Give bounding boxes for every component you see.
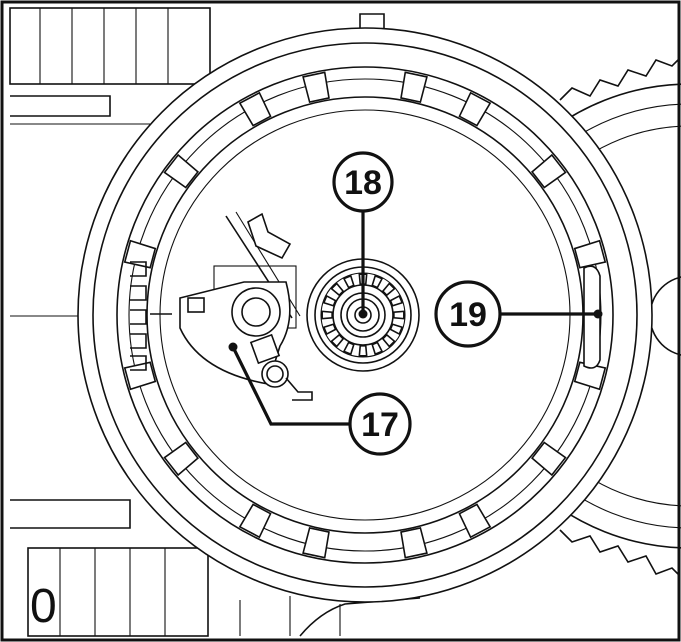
rim-tab xyxy=(400,526,428,559)
rim-tab xyxy=(163,441,200,477)
callout-label-19: 19 xyxy=(449,296,487,334)
gear-tooth xyxy=(381,282,396,297)
rim-tab xyxy=(123,239,157,269)
gear-tooth xyxy=(358,345,368,357)
gear-tooth xyxy=(322,323,337,336)
callout-19: 19 xyxy=(434,280,502,348)
gear-tooth xyxy=(321,310,333,320)
side-teeth xyxy=(130,261,172,371)
rim-tab xyxy=(458,91,492,127)
callout-label-18: 18 xyxy=(344,164,382,202)
rim-tab xyxy=(123,361,157,391)
gear-tooth xyxy=(389,294,404,307)
rim-tab xyxy=(530,441,567,477)
gear-tooth xyxy=(389,323,404,336)
gear-tooth xyxy=(371,274,384,289)
gear-tooth xyxy=(381,333,396,348)
rim-tab xyxy=(530,153,567,189)
rim-tab xyxy=(302,526,330,559)
gear-tooth xyxy=(342,341,355,356)
corner-mark: 0 xyxy=(30,580,57,633)
rim-tab xyxy=(163,153,200,189)
rim-tabs xyxy=(123,71,607,559)
gear-tooth xyxy=(322,294,337,307)
leader-dot-19 xyxy=(593,309,603,319)
rim-tab xyxy=(238,91,272,127)
chassis-bottom-left xyxy=(10,499,421,637)
gear-tooth xyxy=(393,310,405,320)
callout-17: 17 xyxy=(348,392,412,456)
rim-tab xyxy=(400,71,428,104)
gear-tooth xyxy=(371,341,384,356)
lever-mechanism xyxy=(179,211,313,401)
rim-tab xyxy=(458,503,492,539)
top-clip xyxy=(359,13,385,30)
gear-tooth xyxy=(330,333,345,348)
chassis-top-left xyxy=(9,7,211,317)
leader-dot-17 xyxy=(228,342,238,352)
rim-tab xyxy=(573,239,607,269)
leader-17 xyxy=(231,346,350,426)
callout-label-17: 17 xyxy=(361,406,399,444)
callout-18: 18 xyxy=(332,151,394,213)
rim-tab xyxy=(238,503,272,539)
gear-tooth xyxy=(342,274,355,289)
rim-tab xyxy=(302,71,330,104)
leader-dot-18 xyxy=(358,309,368,319)
leader-lines xyxy=(228,212,603,426)
gear-tooth xyxy=(330,282,345,297)
